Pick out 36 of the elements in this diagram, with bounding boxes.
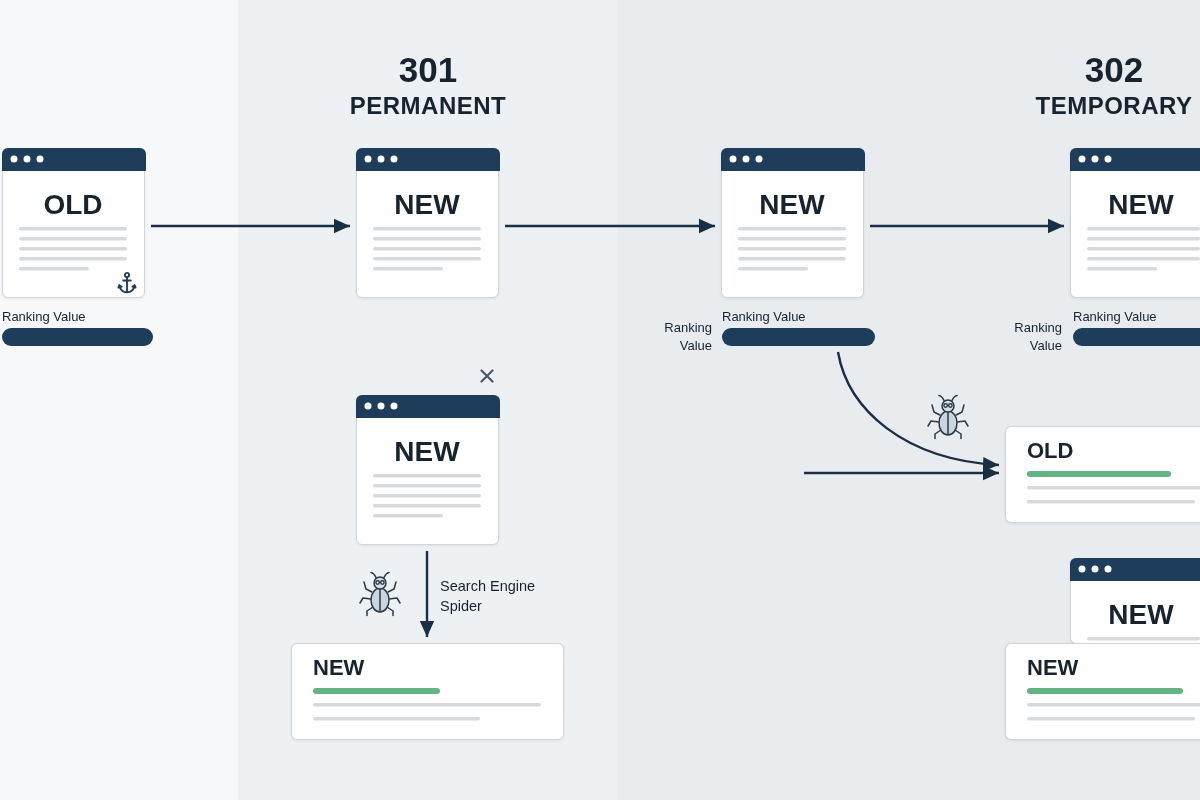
search-result-card xyxy=(1005,426,1200,523)
search-result-card xyxy=(291,643,564,740)
page-heading: NEW xyxy=(759,190,825,220)
arrow xyxy=(804,465,999,481)
arrow xyxy=(151,218,350,234)
status-code: 302 xyxy=(1084,50,1144,90)
status-code: 301 xyxy=(398,50,458,90)
page-heading: NEW xyxy=(394,437,460,467)
browser-window xyxy=(1070,148,1200,298)
bar-label: Ranking Value xyxy=(2,308,86,326)
bar-label: Ranking Value xyxy=(1073,308,1157,326)
status-title: PERMANENT xyxy=(349,92,507,120)
browser-window xyxy=(1070,558,1200,644)
ranking-bar xyxy=(722,328,875,346)
status-title: TEMPORARY xyxy=(1035,92,1193,120)
browser-window xyxy=(721,148,864,298)
browser-window xyxy=(356,395,499,545)
ranking-bar xyxy=(2,328,153,346)
arrow xyxy=(505,218,715,234)
page-heading: NEW xyxy=(1108,190,1174,220)
result-title: NEW xyxy=(313,655,365,681)
bar-label: Ranking Value xyxy=(722,308,806,326)
arrow xyxy=(419,551,435,637)
page-heading: OLD xyxy=(43,190,103,220)
page-heading: NEW xyxy=(394,190,460,220)
bar-label: Ranking Value xyxy=(663,319,712,355)
search-result-card xyxy=(1005,643,1200,740)
ranking-bar xyxy=(1073,328,1200,346)
result-title: NEW xyxy=(1027,655,1079,681)
page-heading: NEW xyxy=(1108,600,1174,630)
bar-label: Ranking Value xyxy=(1013,319,1062,355)
browser-window xyxy=(356,148,499,298)
arrow xyxy=(870,218,1064,234)
browser-window xyxy=(2,148,145,298)
arrow xyxy=(836,351,1000,471)
result-title: OLD xyxy=(1027,438,1074,464)
